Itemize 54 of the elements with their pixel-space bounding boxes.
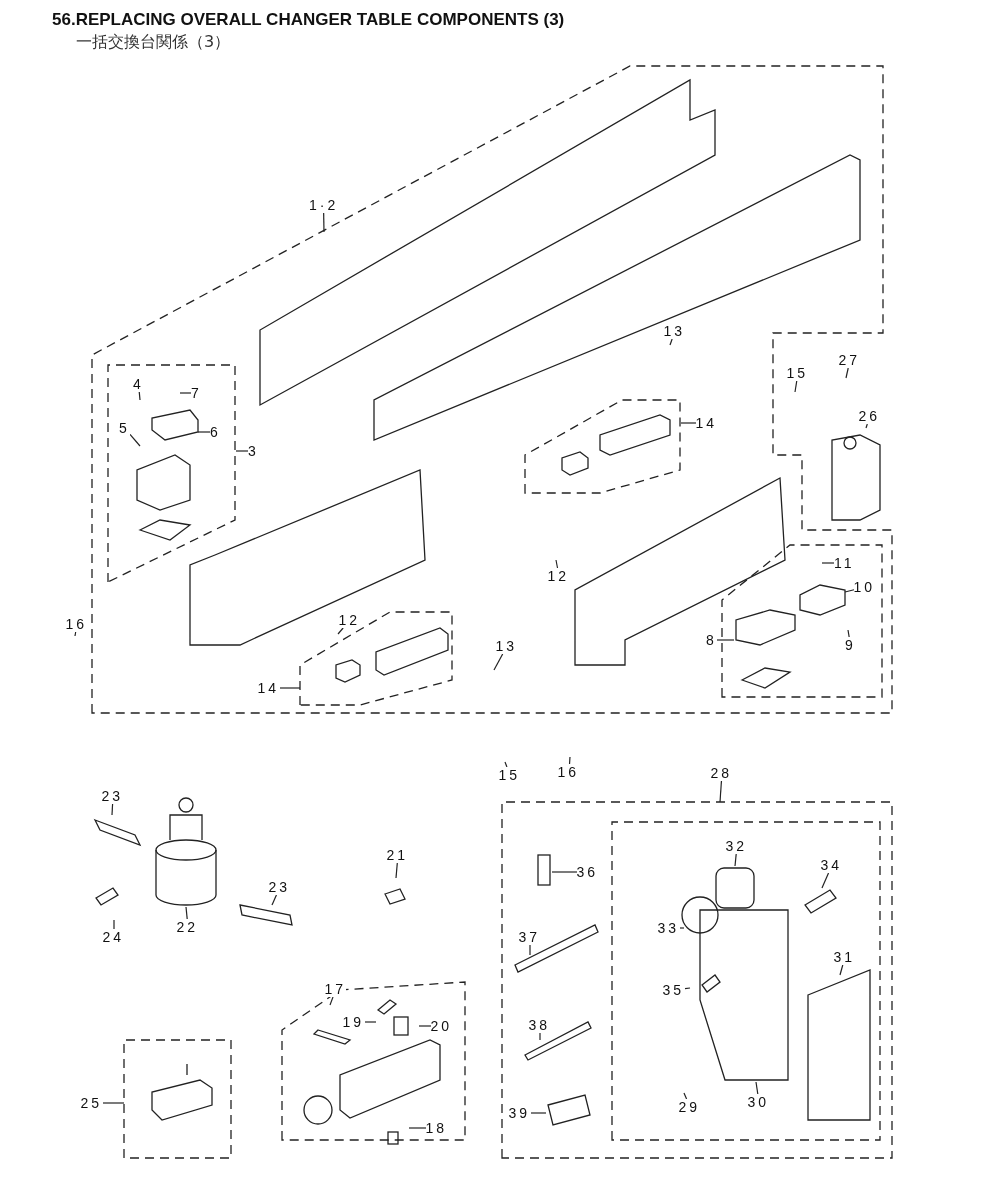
leader-line (845, 367, 849, 379)
page-title: 56.REPLACING OVERALL CHANGER TABLE COMPONENTS (3) (52, 10, 565, 30)
leader-line (323, 212, 325, 233)
callout-number: 17 (324, 981, 347, 997)
leader-line (493, 653, 504, 671)
leader-line (794, 380, 798, 393)
leader-line (418, 1025, 432, 1027)
leader-line (364, 1021, 377, 1023)
page-subtitle: 一括交換台関係（3） (76, 32, 231, 53)
leader-line (529, 944, 531, 956)
leader-line (839, 964, 844, 976)
leader-line (865, 423, 868, 429)
leader-line (679, 927, 685, 929)
leader-line (716, 639, 735, 641)
leader-line (684, 987, 691, 990)
leader-line (111, 803, 114, 816)
callout-number: 6 (210, 424, 221, 440)
leader-line (337, 627, 344, 635)
leader-line (821, 872, 830, 889)
leader-line (669, 338, 673, 346)
leader-line (719, 780, 723, 803)
leader-line (680, 422, 697, 424)
leader-line (185, 906, 188, 920)
leader-line (102, 1102, 125, 1104)
leader-line (734, 853, 737, 867)
leader-line (539, 1032, 541, 1041)
leader-line (551, 871, 578, 873)
leader-line (755, 1081, 759, 1095)
callout-number: 7 (191, 385, 202, 401)
leader-line (530, 1112, 547, 1114)
callout-number: 3 (248, 443, 259, 459)
leader-line (395, 862, 398, 879)
leader-line (408, 1127, 427, 1129)
leader-line (555, 559, 559, 569)
callout-number: 8 (706, 632, 717, 648)
leader-line (113, 919, 115, 930)
leader-line (138, 391, 141, 401)
leader-line (504, 761, 508, 768)
leader-line (279, 687, 301, 689)
leader-line (129, 433, 141, 447)
leader-line (74, 631, 77, 637)
callout-number: 9 (845, 637, 856, 653)
leader-line (197, 431, 211, 433)
leader-line (821, 562, 835, 564)
leader-line (683, 1092, 688, 1100)
leader-line (568, 756, 571, 765)
leader-line (235, 450, 249, 452)
leader-line (271, 894, 278, 906)
leader-line (179, 392, 192, 394)
callout-number: 5 (119, 420, 130, 436)
leader-line (329, 996, 334, 1006)
leader-line (844, 589, 855, 593)
leader-line (847, 629, 850, 638)
callout-number: 4 (133, 376, 144, 392)
